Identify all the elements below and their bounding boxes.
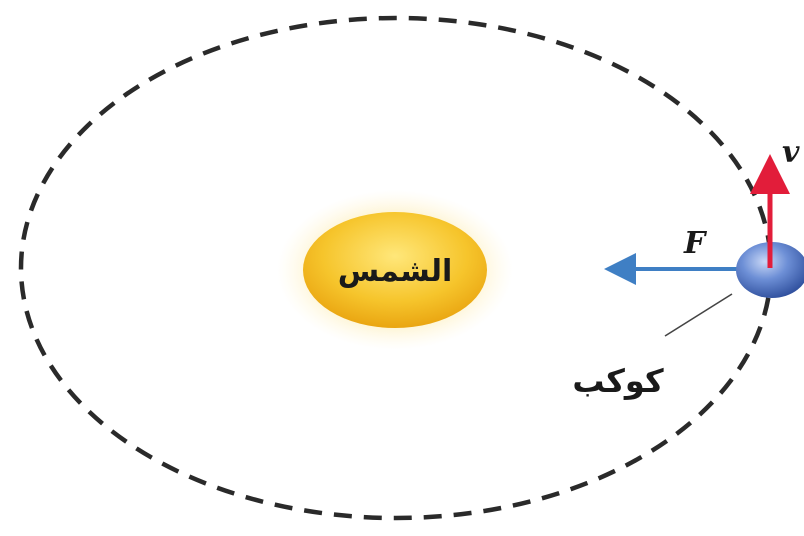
force-label: F <box>683 226 708 261</box>
planet-label: كوكب <box>572 362 664 400</box>
planet-leader-line <box>665 294 732 336</box>
sun-label: الشمس <box>338 254 453 289</box>
velocity-label: v <box>782 135 800 170</box>
